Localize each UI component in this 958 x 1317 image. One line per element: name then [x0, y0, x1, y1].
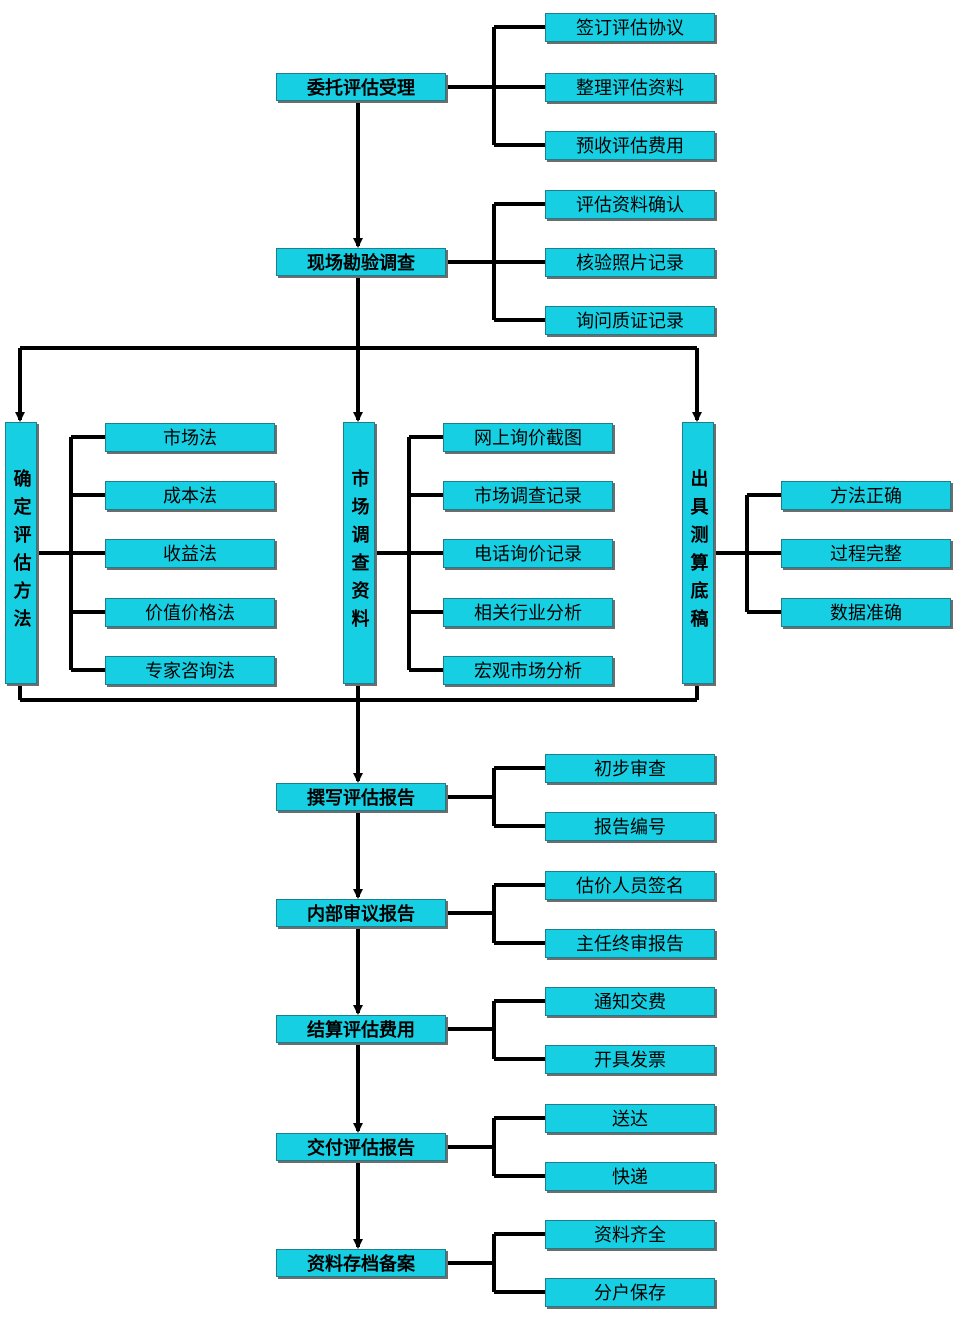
main-step-box: 撰写评估报告 — [276, 783, 446, 811]
sub-step-box: 整理评估资料 — [545, 72, 715, 102]
sub-step-box: 成本法 — [105, 480, 275, 510]
sub-step-box: 相关行业分析 — [443, 597, 613, 627]
sub-step-box: 市场调查记录 — [443, 480, 613, 510]
sub-step-box: 签订评估协议 — [545, 12, 715, 42]
main-step-box: 交付评估报告 — [276, 1133, 446, 1161]
sub-step-box: 价值价格法 — [105, 597, 275, 627]
sub-step-box: 数据准确 — [781, 597, 951, 627]
sub-step-box: 网上询价截图 — [443, 422, 613, 452]
sub-step-box: 电话询价记录 — [443, 538, 613, 568]
sub-step-box: 市场法 — [105, 422, 275, 452]
main-step-box: 结算评估费用 — [276, 1015, 446, 1043]
main-step-box: 委托评估受理 — [276, 73, 446, 101]
sub-step-box: 评估资料确认 — [545, 189, 715, 219]
sub-step-box: 过程完整 — [781, 538, 951, 568]
branch-box: 市场调查资料 — [343, 422, 375, 684]
branch-box: 确定评估方法 — [5, 422, 37, 684]
main-step-box: 内部审议报告 — [276, 899, 446, 927]
sub-step-box: 估价人员签名 — [545, 870, 715, 900]
sub-step-box: 预收评估费用 — [545, 130, 715, 160]
sub-step-box: 初步审查 — [545, 753, 715, 783]
vertical-label: 市场调查资料 — [348, 469, 370, 637]
sub-step-box: 送达 — [545, 1103, 715, 1133]
sub-step-box: 主任终审报告 — [545, 928, 715, 958]
main-step-box: 资料存档备案 — [276, 1249, 446, 1277]
sub-step-box: 资料齐全 — [545, 1219, 715, 1249]
sub-step-box: 收益法 — [105, 538, 275, 568]
sub-step-box: 核验照片记录 — [545, 247, 715, 277]
sub-step-box: 询问质证记录 — [545, 305, 715, 335]
sub-step-box: 报告编号 — [545, 811, 715, 841]
sub-step-box: 分户保存 — [545, 1277, 715, 1307]
branch-box: 出具测算底稿 — [682, 422, 714, 684]
sub-step-box: 通知交费 — [545, 986, 715, 1016]
vertical-label: 出具测算底稿 — [687, 469, 709, 637]
sub-step-box: 方法正确 — [781, 480, 951, 510]
vertical-label: 确定评估方法 — [10, 469, 32, 637]
main-step-box: 现场勘验调查 — [276, 248, 446, 276]
sub-step-box: 专家咨询法 — [105, 655, 275, 685]
sub-step-box: 开具发票 — [545, 1044, 715, 1074]
sub-step-box: 宏观市场分析 — [443, 655, 613, 685]
sub-step-box: 快递 — [545, 1161, 715, 1191]
